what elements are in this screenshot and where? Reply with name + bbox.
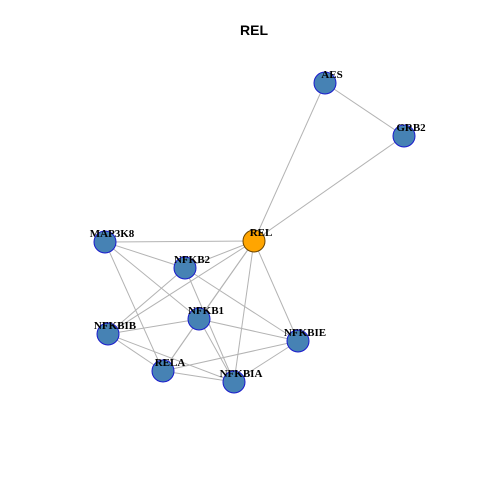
node-label: GRB2: [396, 122, 426, 134]
edge-rel-nfkbib: [107, 240, 255, 335]
node-rel[interactable]: REL: [242, 227, 273, 253]
edge-nfkbib-nfkbia: [107, 333, 235, 383]
node-label: MAP3K8: [90, 228, 135, 240]
node-label: RELA: [155, 357, 186, 369]
diagram-title: REL: [240, 22, 268, 38]
edge-rela-nfkbia: [162, 370, 235, 383]
edge-nfkb2-nfkbie: [184, 267, 299, 342]
edge-map3k8-nfkb2: [104, 241, 186, 269]
node-label: NFKBIA: [220, 368, 263, 380]
edge-rel-nfkbie: [253, 240, 299, 342]
node-grb2[interactable]: GRB2: [392, 122, 426, 148]
edge-nfkb1-nfkbib: [107, 318, 200, 335]
edge-nfkbia-nfkbie: [233, 340, 299, 383]
edge-nfkb1-nfkbie: [198, 318, 299, 342]
edge-nfkb2-nfkbib: [107, 267, 186, 335]
node-label: AES: [321, 69, 342, 81]
node-label: NFKB2: [174, 254, 211, 266]
node-circle[interactable]: [173, 256, 197, 280]
node-circle[interactable]: [187, 307, 211, 331]
edge-map3k8-nfkb1: [104, 241, 200, 320]
edge-nfkb2-nfkbia: [184, 267, 235, 383]
edge-rel-map3k8: [104, 240, 255, 243]
node-circle[interactable]: [313, 71, 337, 95]
node-circle[interactable]: [392, 124, 416, 148]
node-nfkb1[interactable]: NFKB1: [187, 305, 224, 331]
node-nfkbia[interactable]: NFKBIA: [220, 368, 263, 394]
node-label: NFKB1: [188, 305, 224, 317]
edge-nfkb1-nfkbia: [198, 318, 235, 383]
node-circle[interactable]: [93, 230, 117, 254]
node-label: NFKBIB: [94, 320, 137, 332]
node-circle[interactable]: [96, 322, 120, 346]
node-rela[interactable]: RELA: [151, 357, 186, 383]
edge-aes-grb2: [324, 82, 405, 137]
node-label: REL: [250, 227, 273, 239]
edge-aes-rel: [253, 82, 326, 242]
node-circle[interactable]: [242, 229, 266, 253]
node-nfkbib[interactable]: NFKBIB: [94, 320, 137, 346]
node-aes[interactable]: AES: [313, 69, 343, 95]
edge-grb2-rel: [253, 135, 405, 242]
node-nfkb2[interactable]: NFKB2: [173, 254, 211, 280]
edge-map3k8-rela: [104, 241, 164, 372]
node-map3k8[interactable]: MAP3K8: [90, 228, 135, 254]
node-nfkbie[interactable]: NFKBIE: [284, 327, 326, 353]
edge-rela-nfkbie: [162, 340, 299, 372]
edges-layer: [104, 82, 405, 383]
edge-rel-nfkb2: [184, 240, 255, 269]
node-circle[interactable]: [222, 370, 246, 394]
node-circle[interactable]: [151, 359, 175, 383]
node-label: NFKBIE: [284, 327, 326, 339]
edge-rel-nfkbia: [233, 240, 255, 383]
node-circle[interactable]: [286, 329, 310, 353]
